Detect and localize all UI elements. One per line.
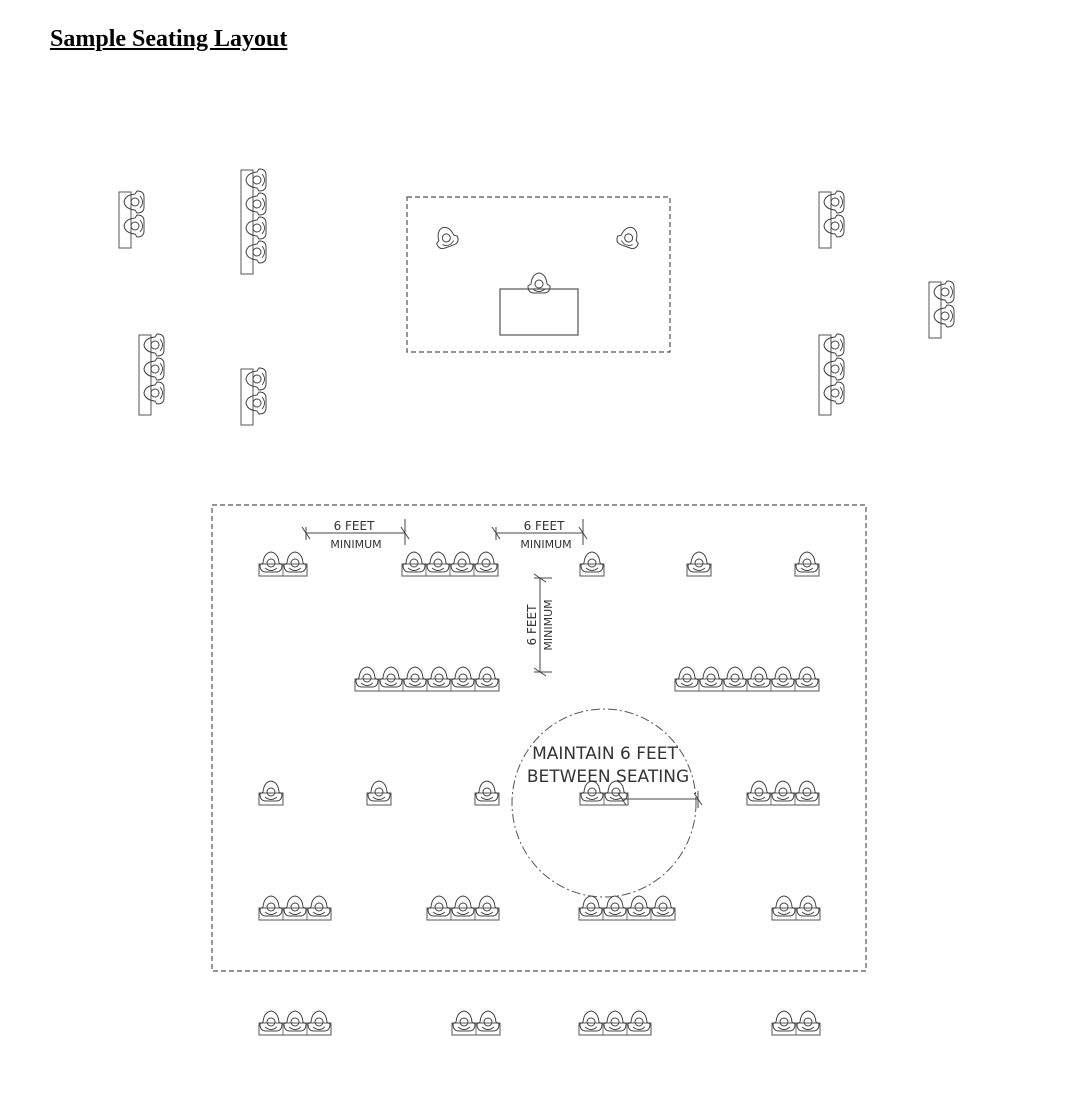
dimension-sublabel: MINIMUM (330, 538, 381, 551)
chair-group-vertical (818, 190, 845, 249)
chair-group (794, 551, 820, 577)
chair-group (366, 780, 392, 806)
stage-right-chair (614, 223, 644, 251)
chair-group (771, 895, 821, 921)
dimension-label: 6 FEET (334, 519, 376, 533)
chair-group (258, 551, 308, 577)
dimension-sublabel: MINIMUM (542, 599, 555, 650)
chair-group (674, 666, 820, 692)
chair-group-vertical (138, 333, 165, 416)
page-title: Sample Seating Layout (50, 26, 288, 52)
dimension-6ft-vertical: 6 FEET MINIMUM (525, 573, 555, 677)
stage-left-chair (431, 223, 461, 251)
chair-group (578, 895, 676, 921)
chair-group (258, 1010, 332, 1036)
chair-group (451, 1010, 501, 1036)
chair-group-vertical (818, 333, 845, 416)
chair-group-vertical (118, 190, 145, 249)
maintain-note-line1: MAINTAIN 6 FEET (532, 744, 678, 764)
dimension-label: 6 FEET (524, 519, 566, 533)
dimension-sublabel: MINIMUM (520, 538, 571, 551)
head-table-chair (527, 272, 551, 294)
chair-group (579, 551, 605, 577)
maintain-note-line2: BETWEEN SEATING (527, 767, 689, 787)
chair-group-vertical (240, 168, 267, 275)
chair-group (771, 1010, 821, 1036)
chair-group (426, 895, 500, 921)
distance-circle: MAINTAIN 6 FEET BETWEEN SEATING (511, 708, 703, 898)
stage-area-boundary (406, 196, 671, 353)
chair-group (686, 551, 712, 577)
chair-group (474, 780, 500, 806)
head-table (499, 288, 579, 336)
chair-group (354, 666, 500, 692)
main-seating-boundary (211, 504, 867, 972)
chair-group-vertical (240, 367, 267, 426)
chair-group (746, 780, 820, 806)
chair-group (258, 780, 284, 806)
chair-group-vertical (928, 280, 955, 339)
chair-group (258, 895, 332, 921)
chair-group (401, 551, 499, 577)
dimension-6ft-left: 6 FEET MINIMUM (301, 519, 410, 551)
chair-group (578, 1010, 652, 1036)
dimension-label: 6 FEET (525, 604, 539, 646)
dimension-6ft-center: 6 FEET MINIMUM (491, 519, 588, 551)
